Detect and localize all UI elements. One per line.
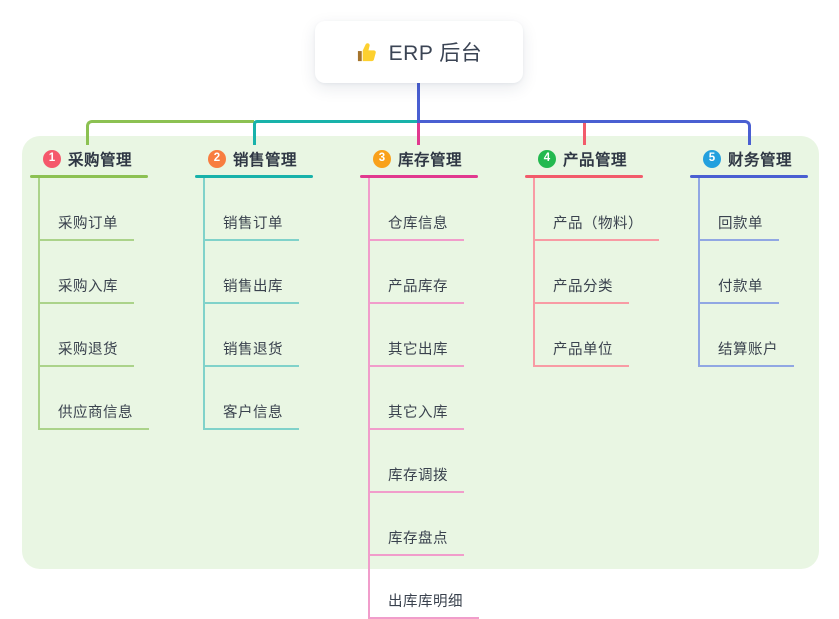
branch-number-badge: 2 — [208, 150, 226, 168]
child-label: 结算账户 — [718, 342, 778, 358]
branch-label: 销售管理 — [233, 152, 298, 169]
branch-number-badge: 4 — [538, 150, 556, 168]
child-node[interactable]: 供应商信息 — [38, 367, 149, 430]
branch-inventory: 3 库存管理 仓库信息 产品库存 其它出库 其它入库 库存调拨 库存盘点 出库库… — [360, 146, 490, 619]
branch-underline — [690, 175, 808, 178]
branch-label: 采购管理 — [68, 152, 133, 169]
child-node[interactable]: 产品单位 — [533, 304, 629, 367]
branch-children: 回款单 付款单 结算账户 — [698, 178, 820, 367]
children-connector-line — [38, 178, 40, 430]
child-label: 销售退货 — [223, 342, 283, 358]
child-node[interactable]: 付款单 — [698, 241, 779, 304]
branch-connector-finance — [417, 120, 751, 145]
branch-label: 库存管理 — [398, 152, 463, 169]
branch-children: 采购订单 采购入库 采购退货 供应商信息 — [38, 178, 160, 430]
branch-finance: 5 财务管理 回款单 付款单 结算账户 — [690, 146, 820, 367]
branch-connector-inventory — [417, 123, 420, 145]
child-label: 出库库明细 — [388, 594, 463, 610]
branch-label: 产品管理 — [563, 152, 628, 169]
mindmap-canvas-panel — [22, 136, 819, 569]
child-node[interactable]: 结算账户 — [698, 304, 794, 367]
children-connector-line — [533, 178, 535, 367]
child-label: 采购订单 — [58, 216, 118, 232]
child-node[interactable]: 销售退货 — [203, 304, 299, 367]
branch-connector-sales — [253, 120, 418, 145]
root-node[interactable]: ERP 后台 — [315, 21, 523, 83]
child-node[interactable]: 销售订单 — [203, 178, 299, 241]
child-node[interactable]: 产品分类 — [533, 241, 629, 304]
branch-number-badge: 3 — [373, 150, 391, 168]
branch-connector-product — [583, 123, 586, 145]
child-node[interactable]: 采购入库 — [38, 241, 134, 304]
child-label: 销售订单 — [223, 216, 283, 232]
branch-product: 4 产品管理 产品（物料） 产品分类 产品单位 — [525, 146, 659, 367]
branch-underline — [195, 175, 313, 178]
child-label: 其它入库 — [388, 405, 448, 421]
child-label: 回款单 — [718, 216, 763, 232]
child-label: 采购入库 — [58, 279, 118, 295]
child-label: 库存盘点 — [388, 531, 448, 547]
thumbs-up-icon — [356, 41, 379, 64]
branch-number-badge: 5 — [703, 150, 721, 168]
child-node[interactable]: 库存调拨 — [368, 430, 464, 493]
child-label: 产品（物料） — [553, 216, 643, 232]
child-label: 付款单 — [718, 279, 763, 295]
root-trunk-connector — [417, 82, 420, 123]
child-node[interactable]: 采购订单 — [38, 178, 134, 241]
branch-node-product[interactable]: 4 产品管理 — [525, 146, 655, 172]
branch-label: 财务管理 — [728, 152, 793, 169]
child-label: 销售出库 — [223, 279, 283, 295]
branch-children: 产品（物料） 产品分类 产品单位 — [533, 178, 659, 367]
children-connector-line — [203, 178, 205, 430]
child-node[interactable]: 其它入库 — [368, 367, 464, 430]
branch-node-purchase[interactable]: 1 采购管理 — [30, 146, 160, 172]
children-connector-line — [698, 178, 700, 367]
child-label: 供应商信息 — [58, 405, 133, 421]
child-label: 其它出库 — [388, 342, 448, 358]
root-label: ERP 后台 — [388, 42, 483, 65]
branch-connector-purchase — [86, 120, 254, 145]
branch-number-badge: 1 — [43, 150, 61, 168]
branch-underline — [360, 175, 478, 178]
branch-children: 销售订单 销售出库 销售退货 客户信息 — [203, 178, 325, 430]
child-node[interactable]: 采购退货 — [38, 304, 134, 367]
child-node[interactable]: 库存盘点 — [368, 493, 464, 556]
branch-node-sales[interactable]: 2 销售管理 — [195, 146, 325, 172]
branch-underline — [525, 175, 643, 178]
child-label: 采购退货 — [58, 342, 118, 358]
branch-node-finance[interactable]: 5 财务管理 — [690, 146, 820, 172]
branch-purchase: 1 采购管理 采购订单 采购入库 采购退货 供应商信息 — [30, 146, 160, 430]
child-node[interactable]: 产品库存 — [368, 241, 464, 304]
child-label: 产品库存 — [388, 279, 448, 295]
child-node[interactable]: 回款单 — [698, 178, 779, 241]
child-label: 仓库信息 — [388, 216, 448, 232]
branch-underline — [30, 175, 148, 178]
child-node[interactable]: 销售出库 — [203, 241, 299, 304]
child-label: 客户信息 — [223, 405, 283, 421]
branch-children: 仓库信息 产品库存 其它出库 其它入库 库存调拨 库存盘点 出库库明细 — [368, 178, 490, 619]
child-node[interactable]: 其它出库 — [368, 304, 464, 367]
child-label: 产品分类 — [553, 279, 613, 295]
children-connector-line — [368, 178, 370, 619]
branch-sales: 2 销售管理 销售订单 销售出库 销售退货 客户信息 — [195, 146, 325, 430]
child-node[interactable]: 仓库信息 — [368, 178, 464, 241]
branch-node-inventory[interactable]: 3 库存管理 — [360, 146, 490, 172]
child-label: 产品单位 — [553, 342, 613, 358]
child-node[interactable]: 产品（物料） — [533, 178, 659, 241]
child-node[interactable]: 客户信息 — [203, 367, 299, 430]
child-label: 库存调拨 — [388, 468, 448, 484]
